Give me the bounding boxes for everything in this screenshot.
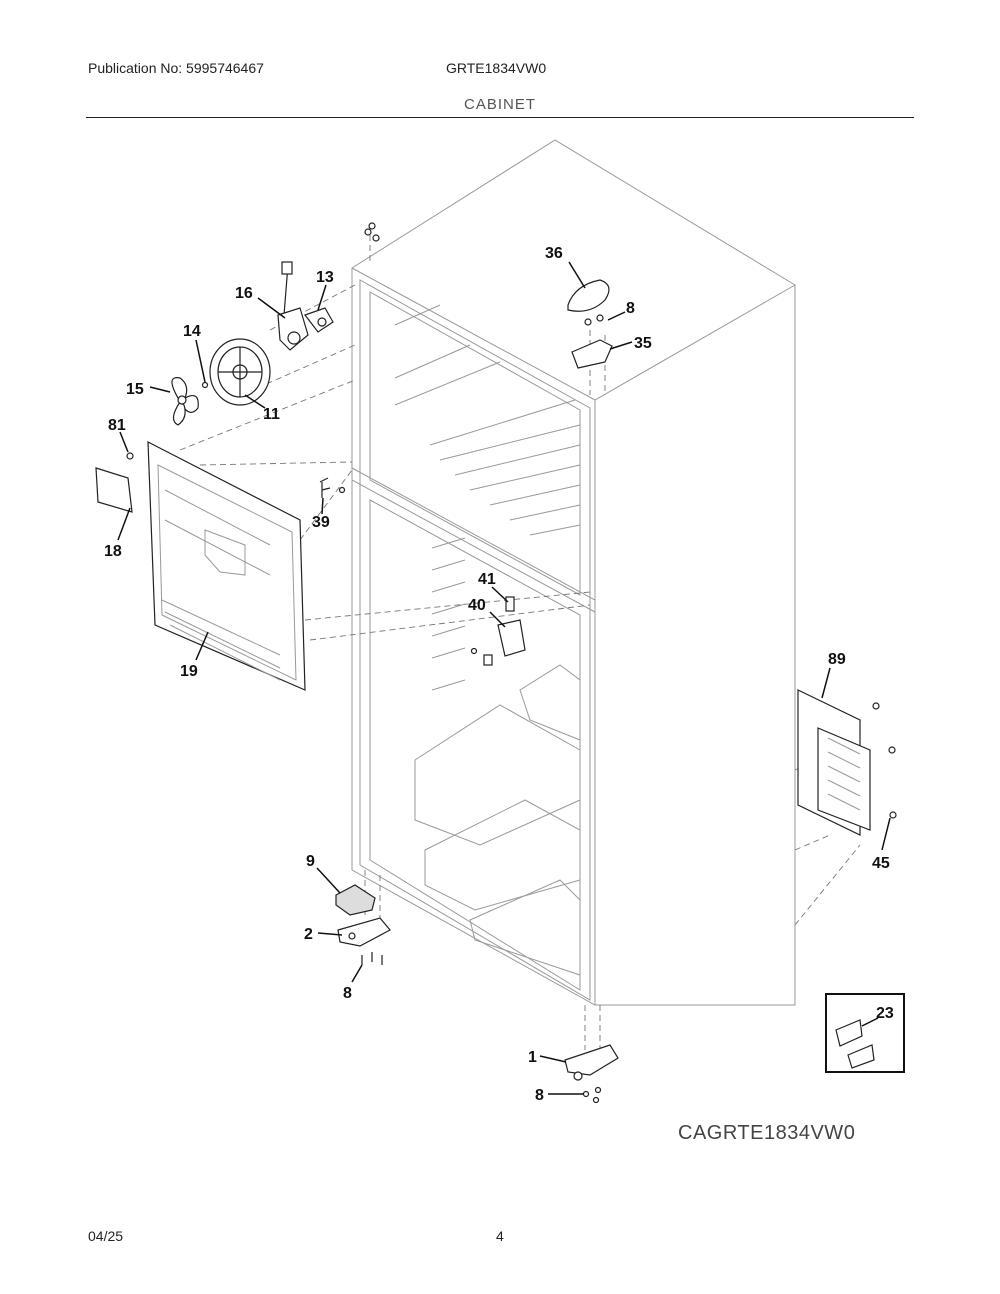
cabinet <box>351 139 796 1006</box>
callout-36: 36 <box>545 245 563 262</box>
callout-15: 15 <box>126 381 144 398</box>
publication-number: Publication No: 5995746467 <box>88 60 264 76</box>
callout-19: 19 <box>180 663 198 680</box>
callout-23: 23 <box>876 1005 894 1022</box>
callout-9: 9 <box>306 853 315 870</box>
callout-2: 2 <box>304 926 313 943</box>
callout-11: 11 <box>263 406 280 423</box>
callout-39: 39 <box>312 514 330 531</box>
leader-lines <box>117 261 891 1095</box>
callout-45: 45 <box>872 855 890 872</box>
header-rule <box>86 117 914 118</box>
callout-41: 41 <box>478 571 496 588</box>
callout-18: 18 <box>104 543 122 560</box>
callout-35: 35 <box>634 335 652 352</box>
callout-8-lower-hinge: 8 <box>343 985 352 1002</box>
light-cover-part <box>567 279 610 312</box>
fan-shroud-part <box>209 338 271 406</box>
front-hinge-part <box>564 1044 619 1076</box>
section-title: CABINET <box>463 96 536 113</box>
callout-81: 81 <box>108 417 126 434</box>
callout-8-light: 8 <box>626 300 635 317</box>
model-number: GRTE1834VW0 <box>446 60 547 76</box>
light-socket-part <box>571 339 613 369</box>
callout-1: 1 <box>528 1049 537 1066</box>
part-23-inset <box>825 993 905 1073</box>
fan-blade-part <box>171 377 199 426</box>
callout-89: 89 <box>828 651 846 668</box>
rear-panel-part <box>797 689 871 836</box>
hinge-cover-part <box>335 884 376 916</box>
diagram-code: CAGRTE1834VW0 <box>678 1122 856 1144</box>
callout-14: 14 <box>183 323 201 340</box>
page-number: 4 <box>496 1228 504 1244</box>
callout-16: 16 <box>235 285 253 302</box>
lower-hinge-part <box>337 917 391 947</box>
duct-cover-part <box>95 467 133 513</box>
callout-13: 13 <box>316 269 334 286</box>
fan-motor-part <box>277 261 334 351</box>
evaporator-cover-part <box>147 440 306 691</box>
footer-date: 04/25 <box>88 1228 124 1244</box>
callout-40: 40 <box>468 597 486 614</box>
callout-8-front-hinge: 8 <box>535 1087 544 1104</box>
